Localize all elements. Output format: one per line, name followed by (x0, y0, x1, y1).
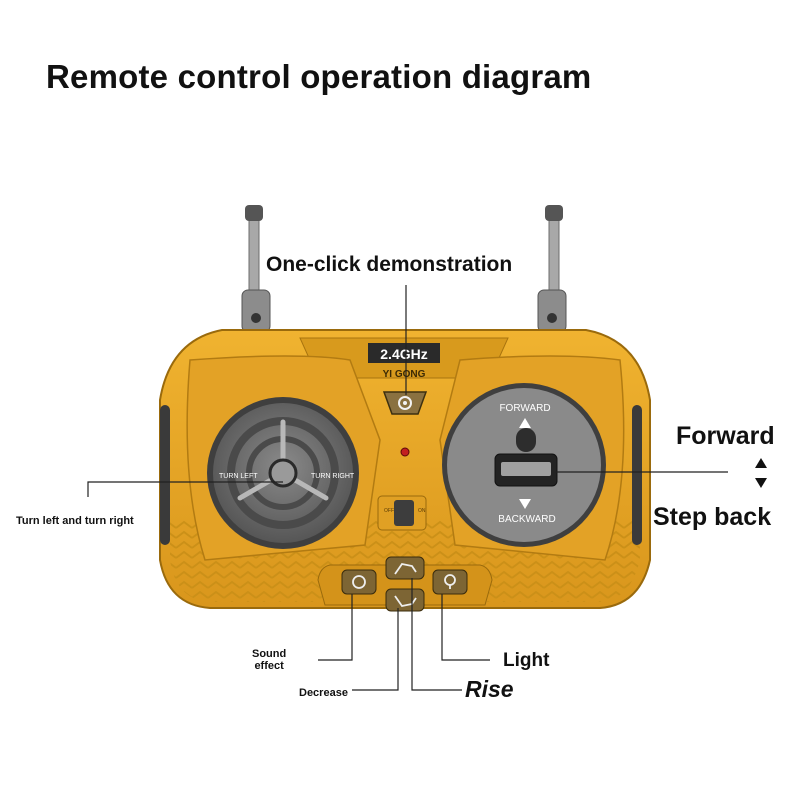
brand-label: YI GONG (383, 369, 426, 380)
left-steering-wheel[interactable]: TURN LEFT TURN RIGHT (207, 397, 359, 549)
right-antenna (537, 205, 567, 333)
power-icon (352, 575, 366, 589)
left-antenna (241, 205, 271, 333)
excavator-up-icon (394, 563, 417, 575)
turn-right-label: TURN RIGHT (311, 473, 355, 480)
switch-off-label: OFF (384, 508, 394, 514)
power-led (400, 447, 410, 457)
decrease-button[interactable] (385, 588, 425, 612)
backward-stick-label: BACKWARD (498, 514, 555, 525)
leader-sound (318, 594, 353, 661)
down-arrow-icon (519, 499, 531, 509)
callout-step-back: Step back (653, 503, 772, 531)
callout-one-click-demonstration: One-click demonstration (266, 253, 513, 276)
leader-light (441, 594, 490, 661)
frequency-label: 2.4GHz (380, 346, 427, 362)
up-arrow-icon (519, 418, 531, 428)
forward-stick-label: FORWARD (499, 403, 550, 414)
up-down-arrows-icon (755, 458, 767, 488)
callout-decrease: Decrease (299, 687, 348, 699)
leader-lines (87, 285, 728, 691)
gear-icon (398, 396, 412, 410)
callout-turn-left-right: Turn left and turn right (16, 515, 134, 527)
leader-turn (87, 481, 283, 497)
excavator-down-icon (394, 595, 417, 607)
leader-rise (411, 578, 462, 691)
sound-line-1: Sound (252, 648, 287, 660)
callout-light: Light (503, 650, 550, 671)
demo-button[interactable] (382, 391, 428, 415)
page-title: Remote control operation diagram (46, 58, 592, 95)
right-throttle-stick[interactable]: FORWARD BACKWARD (442, 383, 606, 547)
leader-decrease (352, 608, 399, 691)
rise-button[interactable] (385, 556, 425, 580)
callout-sound-effect: Sound effect (252, 648, 286, 672)
power-switch[interactable]: OFF ON (377, 495, 427, 531)
brand-plate: 2.4GHz YI GONG (368, 343, 440, 380)
switch-on-label: ON (418, 508, 426, 514)
callout-forward: Forward (676, 422, 775, 450)
callout-rise: Rise (465, 676, 514, 702)
sound-line-2: effect (254, 660, 284, 672)
turn-left-label: TURN LEFT (219, 473, 258, 480)
light-button[interactable] (432, 569, 468, 595)
sound-effect-button[interactable] (341, 569, 377, 595)
